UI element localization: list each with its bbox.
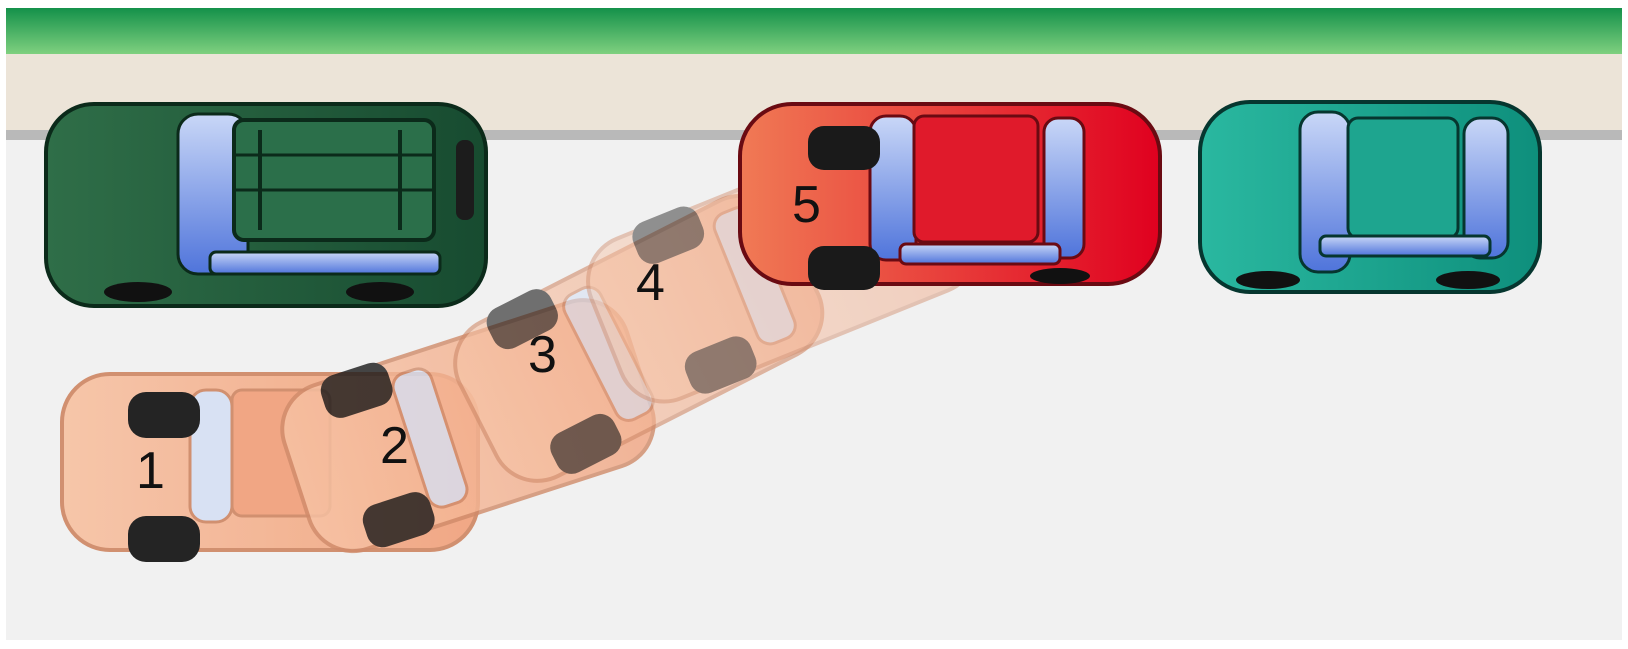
step-label-3: 3	[528, 326, 557, 384]
rear-parked-car	[1200, 102, 1540, 292]
step-label-1: 1	[136, 442, 165, 500]
step-label-5: 5	[792, 176, 821, 234]
step-label-2: 2	[380, 417, 409, 475]
step-label-4: 4	[636, 254, 665, 312]
grass-strip	[6, 8, 1622, 54]
front-parked-suv	[46, 104, 486, 306]
